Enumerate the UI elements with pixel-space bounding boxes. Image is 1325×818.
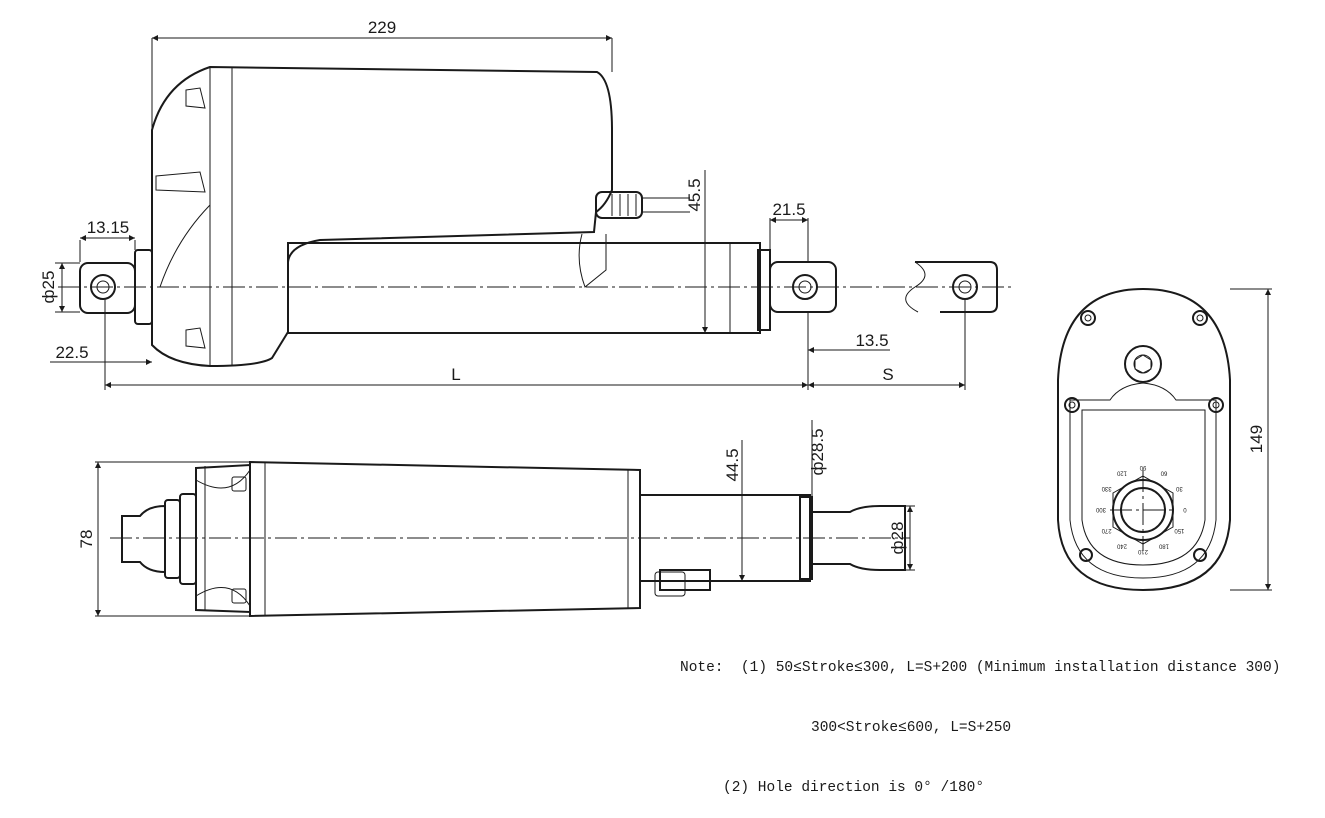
dim-229: 229 [368, 18, 396, 37]
angle-label: 330 [1101, 485, 1112, 491]
actuator-drawing: 229 13.15 ф25 22.5 45.5 21.5 13.5 [39, 18, 1272, 618]
top-view: 229 13.15 ф25 22.5 45.5 21.5 13.5 [39, 18, 1012, 390]
front-rod-eye [769, 261, 837, 313]
angle-label: 210 [1137, 548, 1148, 554]
dim-45-5: 45.5 [685, 178, 704, 211]
angle-label: 60 [1160, 470, 1167, 476]
angle-label: 240 [1116, 542, 1127, 548]
side-rear-stub [121, 493, 197, 585]
side-end-cap [194, 463, 251, 614]
note-text-3: (2) Hole direction is 0° /180° [723, 780, 985, 796]
side-dimensions: 78 44.5 ф28.5 ф28 [77, 420, 915, 617]
dim-S: S [882, 365, 893, 384]
note-line-1: Note: (1) 50≤Stroke≤300, L=S+200 (Minimu… [680, 658, 1280, 678]
angle-label: 120 [1116, 470, 1127, 476]
side-main-body [249, 460, 641, 618]
note-line-3: (2) Hole direction is 0° /180° [680, 778, 1280, 798]
angle-label: 0 [1183, 506, 1187, 512]
angle-label: 30 [1175, 485, 1182, 491]
angle-label: 180 [1158, 542, 1169, 548]
dim-44-5: 44.5 [723, 448, 742, 481]
angle-label: 300 [1095, 506, 1106, 512]
angle-label: 150 [1174, 527, 1185, 533]
dim-22-5: 22.5 [55, 343, 88, 362]
dim-dia25: ф25 [39, 271, 58, 304]
note-label: Note: [680, 660, 724, 676]
side-view: 78 44.5 ф28.5 ф28 [77, 420, 915, 618]
notes-block: Note: (1) 50≤Stroke≤300, L=S+200 (Minimu… [680, 618, 1280, 818]
top-dimensions: 229 13.15 ф25 22.5 45.5 21.5 13.5 [39, 18, 966, 390]
side-tube [639, 494, 813, 597]
dim-dia28: ф28 [888, 522, 907, 555]
dim-149: 149 [1247, 425, 1266, 453]
dim-78: 78 [77, 530, 96, 549]
outer-tube [287, 242, 771, 334]
dim-21-5: 21.5 [772, 200, 805, 219]
note-text-1: (1) 50≤Stroke≤300, L=S+200 (Minimum inst… [740, 660, 1281, 676]
dim-L: L [451, 365, 460, 384]
dim-dia28-5: ф28.5 [808, 428, 827, 475]
dim-13-5: 13.5 [855, 331, 888, 350]
angle-label: 90 [1139, 464, 1146, 470]
extended-rod-eye [905, 261, 998, 313]
note-line-2: 300<Stroke≤600, L=S+250 [680, 718, 1280, 738]
dim-13-15: 13.15 [87, 218, 130, 237]
angle-label: 270 [1101, 527, 1112, 533]
note-text-2: 300<Stroke≤600, L=S+250 [811, 720, 1012, 736]
motor-housing [151, 65, 613, 368]
cable-gland [595, 191, 690, 219]
